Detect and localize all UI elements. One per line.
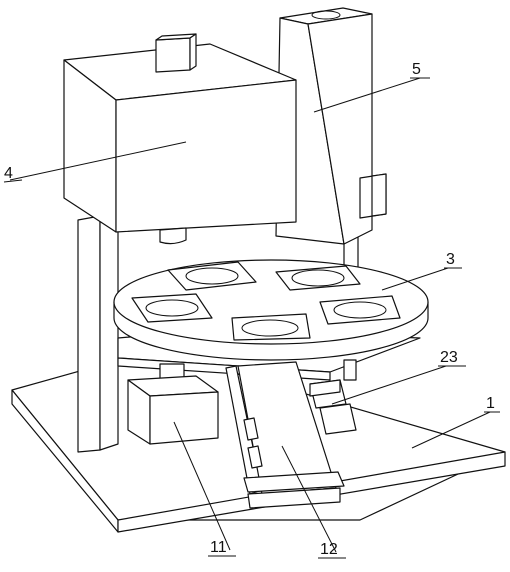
disc-pocket	[275, 265, 361, 291]
vertical-column	[77, 215, 119, 453]
callout-11: 11	[208, 539, 236, 557]
disc-pocket	[167, 261, 257, 291]
leader-lines	[9, 77, 491, 553]
disc-pocket	[131, 293, 213, 323]
conveyor-chute	[225, 361, 345, 509]
callout-23: 23	[438, 349, 466, 367]
callout-5: 5	[410, 61, 430, 79]
callout-label-4: 4	[4, 165, 13, 182]
side-bracket	[309, 359, 357, 435]
callout-12: 12	[318, 541, 346, 559]
callout-3: 3	[444, 251, 462, 269]
callout-label-11: 11	[210, 539, 227, 556]
callout-1: 1	[484, 395, 500, 413]
motor-box	[127, 375, 219, 445]
upper-housing	[63, 33, 297, 245]
callout-label-1: 1	[486, 395, 495, 412]
callout-4: 4	[3, 165, 23, 183]
disc-pocket	[231, 313, 311, 341]
rotary-disc	[113, 259, 429, 361]
callout-label-5: 5	[412, 61, 421, 78]
callout-label-12: 12	[320, 541, 338, 558]
callout-label-3: 3	[446, 251, 455, 268]
disc-pocket	[319, 295, 401, 325]
callout-label-23: 23	[440, 349, 458, 366]
